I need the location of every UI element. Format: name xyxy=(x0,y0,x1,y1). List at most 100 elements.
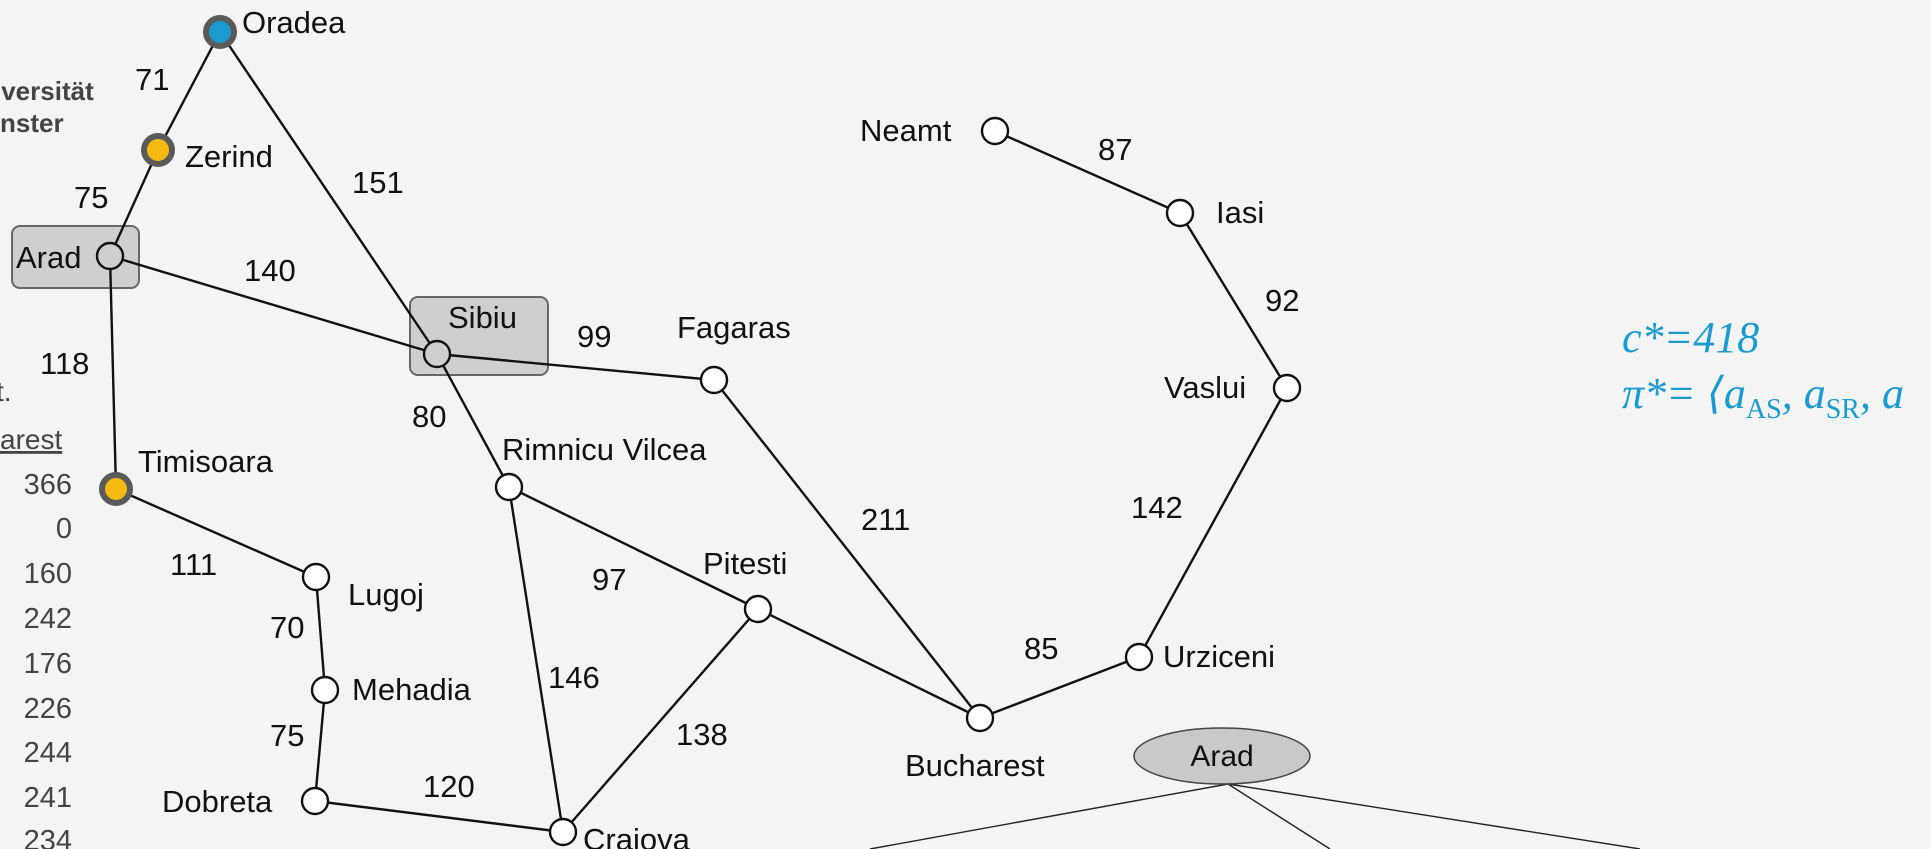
city-node-zerind[interactable] xyxy=(141,133,175,167)
arad-highlight-box xyxy=(11,225,140,289)
logo-text-line-1: iversität xyxy=(0,76,94,106)
distance-iasi-neamt: 87 xyxy=(1098,132,1132,167)
road-arad-sibiu xyxy=(109,254,438,356)
road-zerind-arad xyxy=(108,149,160,257)
city-label-urziceni: Urziceni xyxy=(1163,639,1275,674)
road-rimnicu-craiova xyxy=(507,486,565,833)
city-label-arad: Arad xyxy=(16,240,81,275)
road-craiova-pitesti xyxy=(562,608,759,833)
distance-bucharest-urziceni: 85 xyxy=(1024,631,1058,666)
city-node-mehadia[interactable] xyxy=(310,675,340,705)
city-label-pitesti: Pitesti xyxy=(703,546,787,581)
city-label-craiova: Craiova xyxy=(583,822,691,849)
legend-value: 176 xyxy=(24,648,72,680)
city-node-craiova[interactable] xyxy=(548,817,578,847)
road-urziceni-vaslui xyxy=(1137,387,1289,658)
city-node-neamt[interactable] xyxy=(980,116,1010,146)
action-2: a xyxy=(1804,369,1826,418)
city-node-urziceni[interactable] xyxy=(1124,642,1154,672)
city-nodes xyxy=(95,15,1302,847)
distance-dobreta-craiova: 120 xyxy=(423,769,475,804)
legend-value: 242 xyxy=(24,603,72,635)
legend-value: 0 xyxy=(56,513,72,545)
legend-value: 366 xyxy=(24,469,72,501)
road-timisoara-lugoj xyxy=(115,487,317,579)
distance-timisoara-lugoj: 111 xyxy=(170,547,217,582)
optimal-cost-text: c*=418 xyxy=(1622,313,1759,362)
city-node-fagaras[interactable] xyxy=(699,365,729,395)
optimal-cost: c*=418 xyxy=(1622,313,1759,362)
legend-value: 244 xyxy=(24,737,72,769)
city-node-iasi[interactable] xyxy=(1165,198,1195,228)
legend-header: arest xyxy=(0,424,62,455)
tree-root-label: Arad xyxy=(1190,740,1253,773)
city-node-oradea[interactable] xyxy=(203,15,237,49)
city-label-timisoara: Timisoara xyxy=(138,444,274,479)
city-label-neamt: Neamt xyxy=(860,113,952,148)
road-pitesti-bucharest xyxy=(757,607,981,720)
legend-values: 366 0 160 242 176 226 244 241 234 xyxy=(24,469,72,849)
action-2-sub: SR xyxy=(1826,394,1861,425)
road-mehadia-dobreta xyxy=(313,689,327,802)
city-node-bucharest[interactable] xyxy=(965,703,995,733)
road-rimnicu-pitesti xyxy=(508,485,759,611)
distance-lugoj-mehadia: 70 xyxy=(270,610,304,645)
city-label-bucharest: Bucharest xyxy=(905,748,1045,783)
city-label-iasi: Iasi xyxy=(1216,195,1264,230)
distance-oradea-sibiu: 151 xyxy=(352,165,404,200)
tree-edge-middle xyxy=(1227,783,1331,849)
road-sibiu-rimnicu xyxy=(435,353,511,488)
legend-value: 160 xyxy=(24,558,72,590)
legend-fragment: t. xyxy=(0,376,12,407)
tree-root-node xyxy=(1133,727,1311,785)
road-oradea-zerind xyxy=(156,31,222,151)
road-dobreta-craiova xyxy=(314,799,564,834)
city-label-dobreta: Dobreta xyxy=(162,784,273,819)
distance-arad-timisoara: 118 xyxy=(40,346,89,381)
tree-edge-right xyxy=(1227,783,1641,849)
city-node-timisoara[interactable] xyxy=(99,472,133,506)
city-label-vaslui: Vaslui xyxy=(1164,370,1246,405)
city-node-pitesti[interactable] xyxy=(743,594,773,624)
road-vaslui-iasi xyxy=(1178,212,1289,389)
tree-edge-left xyxy=(869,783,1229,849)
city-node-rimnicu[interactable] xyxy=(494,472,524,502)
distance-fagaras-bucharest: 211 xyxy=(861,502,910,537)
road-bucharest-urziceni xyxy=(979,655,1140,720)
city-label-rimnicu: Rimnicu Vilcea xyxy=(502,432,707,467)
city-node-vaslui[interactable] xyxy=(1272,373,1302,403)
distance-craiova-pitesti: 138 xyxy=(676,717,728,752)
distance-urziceni-vaslui: 142 xyxy=(1131,490,1183,525)
distance-sibiu-rimnicu: 80 xyxy=(412,399,446,434)
road-iasi-neamt xyxy=(994,129,1181,215)
city-label-oradea: Oradea xyxy=(242,5,346,40)
distance-mehadia-dobreta: 75 xyxy=(270,718,304,753)
city-label-fagaras: Fagaras xyxy=(677,310,791,345)
road-arad-timisoara xyxy=(108,255,118,490)
legend-value: 241 xyxy=(24,782,72,814)
search-tree: Arad xyxy=(869,727,1641,849)
city-node-lugoj[interactable] xyxy=(301,562,331,592)
action-1: a xyxy=(1724,369,1746,418)
distance-zerind-arad: 75 xyxy=(74,180,108,215)
city-node-sibiu[interactable] xyxy=(422,339,452,369)
road-sibiu-fagaras xyxy=(436,352,715,382)
city-node-arad[interactable] xyxy=(95,241,125,271)
road-fagaras-bucharest xyxy=(713,379,981,719)
optimal-path: π*= ⟨aAS, aSR, a xyxy=(1622,369,1904,425)
action-1-sub: AS xyxy=(1746,394,1782,425)
action-3: a xyxy=(1882,369,1904,418)
distance-arad-sibiu: 140 xyxy=(244,253,296,288)
legend-value: 234 xyxy=(24,825,72,849)
optimal-path-prefix: π*= ⟨ xyxy=(1622,369,1725,418)
roads xyxy=(108,31,1289,834)
legend-value: 226 xyxy=(24,693,72,725)
logo-text-line-2: nster xyxy=(0,108,64,138)
city-node-dobreta[interactable] xyxy=(300,786,330,816)
city-label-sibiu: Sibiu xyxy=(448,300,517,335)
distance-sibiu-fagaras: 99 xyxy=(577,319,611,354)
road-oradea-sibiu xyxy=(219,31,438,355)
